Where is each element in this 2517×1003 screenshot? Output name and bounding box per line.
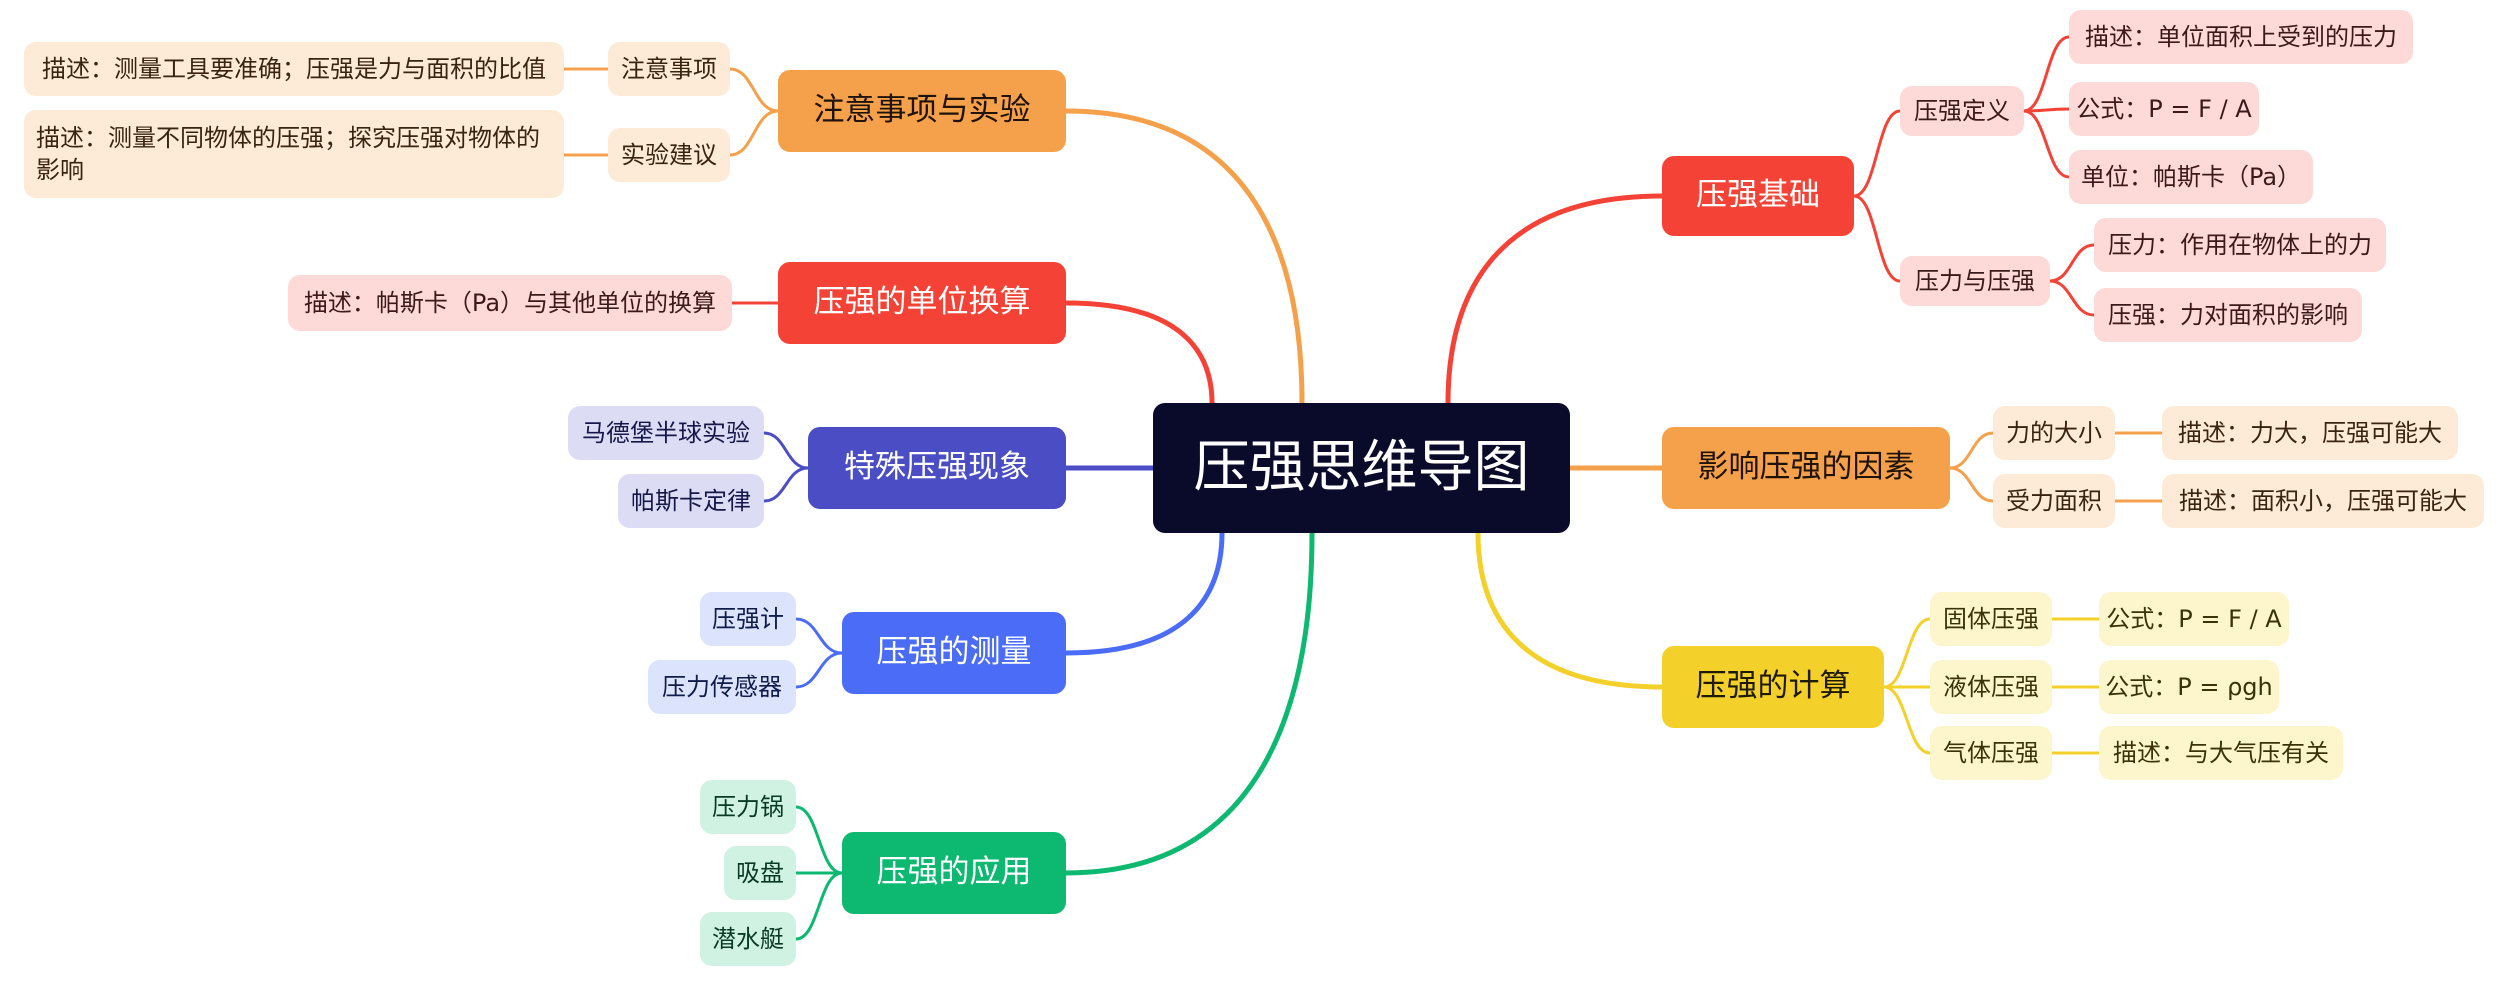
subtopic-submarine[interactable]: 潜水艇	[700, 912, 796, 966]
leaf-experiment-description[interactable]: 描述：测量不同物体的压强；探究压强对物体的影响	[24, 110, 564, 198]
edge-notes-caution	[728, 67, 780, 113]
topic-pressure-measurement[interactable]: 压强的测量	[842, 612, 1066, 694]
edge-special-pascal	[762, 466, 810, 503]
subtopic-contact-area[interactable]: 受力面积	[1993, 474, 2115, 528]
subtopic-experiment-suggestions[interactable]: 实验建议	[608, 128, 730, 182]
leaf-gas-pressure-description[interactable]: 描述：与大气压有关	[2099, 726, 2343, 780]
leaf-unit-conversion-description[interactable]: 描述：帕斯卡（Pa）与其他单位的换算	[288, 275, 732, 331]
leaf-force-description[interactable]: 压力：作用在物体上的力	[2094, 218, 2386, 272]
topic-pressure-calculation[interactable]: 压强的计算	[1662, 646, 1884, 728]
subtopic-force-size[interactable]: 力的大小	[1993, 406, 2115, 460]
edge-definition-unit	[2022, 109, 2071, 179]
topic-pressure-factors[interactable]: 影响压强的因素	[1662, 427, 1950, 509]
edge-pressure-desc	[2048, 279, 2096, 317]
leaf-liquid-pressure-formula[interactable]: 公式：P = ρgh	[2099, 660, 2279, 714]
edge-calc-solid	[1882, 617, 1932, 689]
subtopic-liquid-pressure[interactable]: 液体压强	[1930, 660, 2052, 714]
edge-apply-cooker	[794, 805, 844, 875]
edge-center-units	[1063, 300, 1215, 406]
edge-measure-manometer	[794, 617, 844, 655]
subtopic-solid-pressure[interactable]: 固体压强	[1930, 592, 2052, 646]
edge-basics-force	[1852, 194, 1902, 283]
edge-factors-force	[1948, 431, 1995, 470]
edge-center-notes	[1063, 108, 1305, 406]
edge-force-desc	[2048, 243, 2096, 283]
edge-apply-submarine	[794, 871, 844, 941]
subtopic-magdeburg-hemispheres[interactable]: 马德堡半球实验	[568, 406, 764, 460]
subtopic-pressure-cooker[interactable]: 压力锅	[700, 780, 796, 834]
edge-definition-desc	[2022, 35, 2071, 113]
edge-basics-definition	[1852, 109, 1902, 198]
subtopic-pascal-law[interactable]: 帕斯卡定律	[618, 474, 764, 528]
edge-factors-area	[1948, 466, 1995, 503]
subtopic-suction-cup[interactable]: 吸盘	[724, 846, 796, 900]
leaf-definition-formula[interactable]: 公式：P = F / A	[2069, 82, 2259, 136]
subtopic-manometer[interactable]: 压强计	[700, 592, 796, 646]
central-topic[interactable]: 压强思维导图	[1153, 403, 1570, 533]
edge-special-magdeburg	[762, 431, 810, 470]
edge-center-apply	[1063, 530, 1315, 876]
subtopic-gas-pressure[interactable]: 气体压强	[1930, 726, 2052, 780]
subtopic-pressure-definition[interactable]: 压强定义	[1900, 86, 2024, 136]
leaf-definition-unit[interactable]: 单位：帕斯卡（Pa）	[2069, 150, 2313, 204]
topic-unit-conversion[interactable]: 压强的单位换算	[778, 262, 1066, 344]
edge-calc-gas	[1882, 685, 1932, 755]
edge-center-calc	[1475, 530, 1665, 690]
subtopic-force-and-pressure[interactable]: 压力与压强	[1900, 256, 2050, 306]
leaf-definition-description[interactable]: 描述：单位面积上受到的压力	[2069, 10, 2413, 64]
leaf-contact-area-description[interactable]: 描述：面积小，压强可能大	[2162, 474, 2484, 528]
subtopic-cautions[interactable]: 注意事项	[608, 42, 730, 96]
leaf-force-size-description[interactable]: 描述：力大，压强可能大	[2162, 406, 2458, 460]
leaf-cautions-description[interactable]: 描述：测量工具要准确；压强是力与面积的比值	[24, 42, 564, 96]
leaf-solid-pressure-formula[interactable]: 公式：P = F / A	[2099, 592, 2289, 646]
edge-center-measure	[1063, 530, 1225, 656]
leaf-pressure-description[interactable]: 压强：力对面积的影响	[2094, 288, 2362, 342]
edge-measure-sensor	[794, 651, 844, 689]
subtopic-pressure-sensor[interactable]: 压力传感器	[648, 660, 796, 714]
topic-pressure-applications[interactable]: 压强的应用	[842, 832, 1066, 914]
topic-pressure-basics[interactable]: 压强基础	[1662, 156, 1854, 236]
topic-special-phenomena[interactable]: 特殊压强现象	[808, 427, 1066, 509]
edge-notes-experiment	[728, 109, 780, 157]
edge-center-basics	[1445, 193, 1665, 406]
topic-notes-and-experiments[interactable]: 注意事项与实验	[778, 70, 1066, 152]
